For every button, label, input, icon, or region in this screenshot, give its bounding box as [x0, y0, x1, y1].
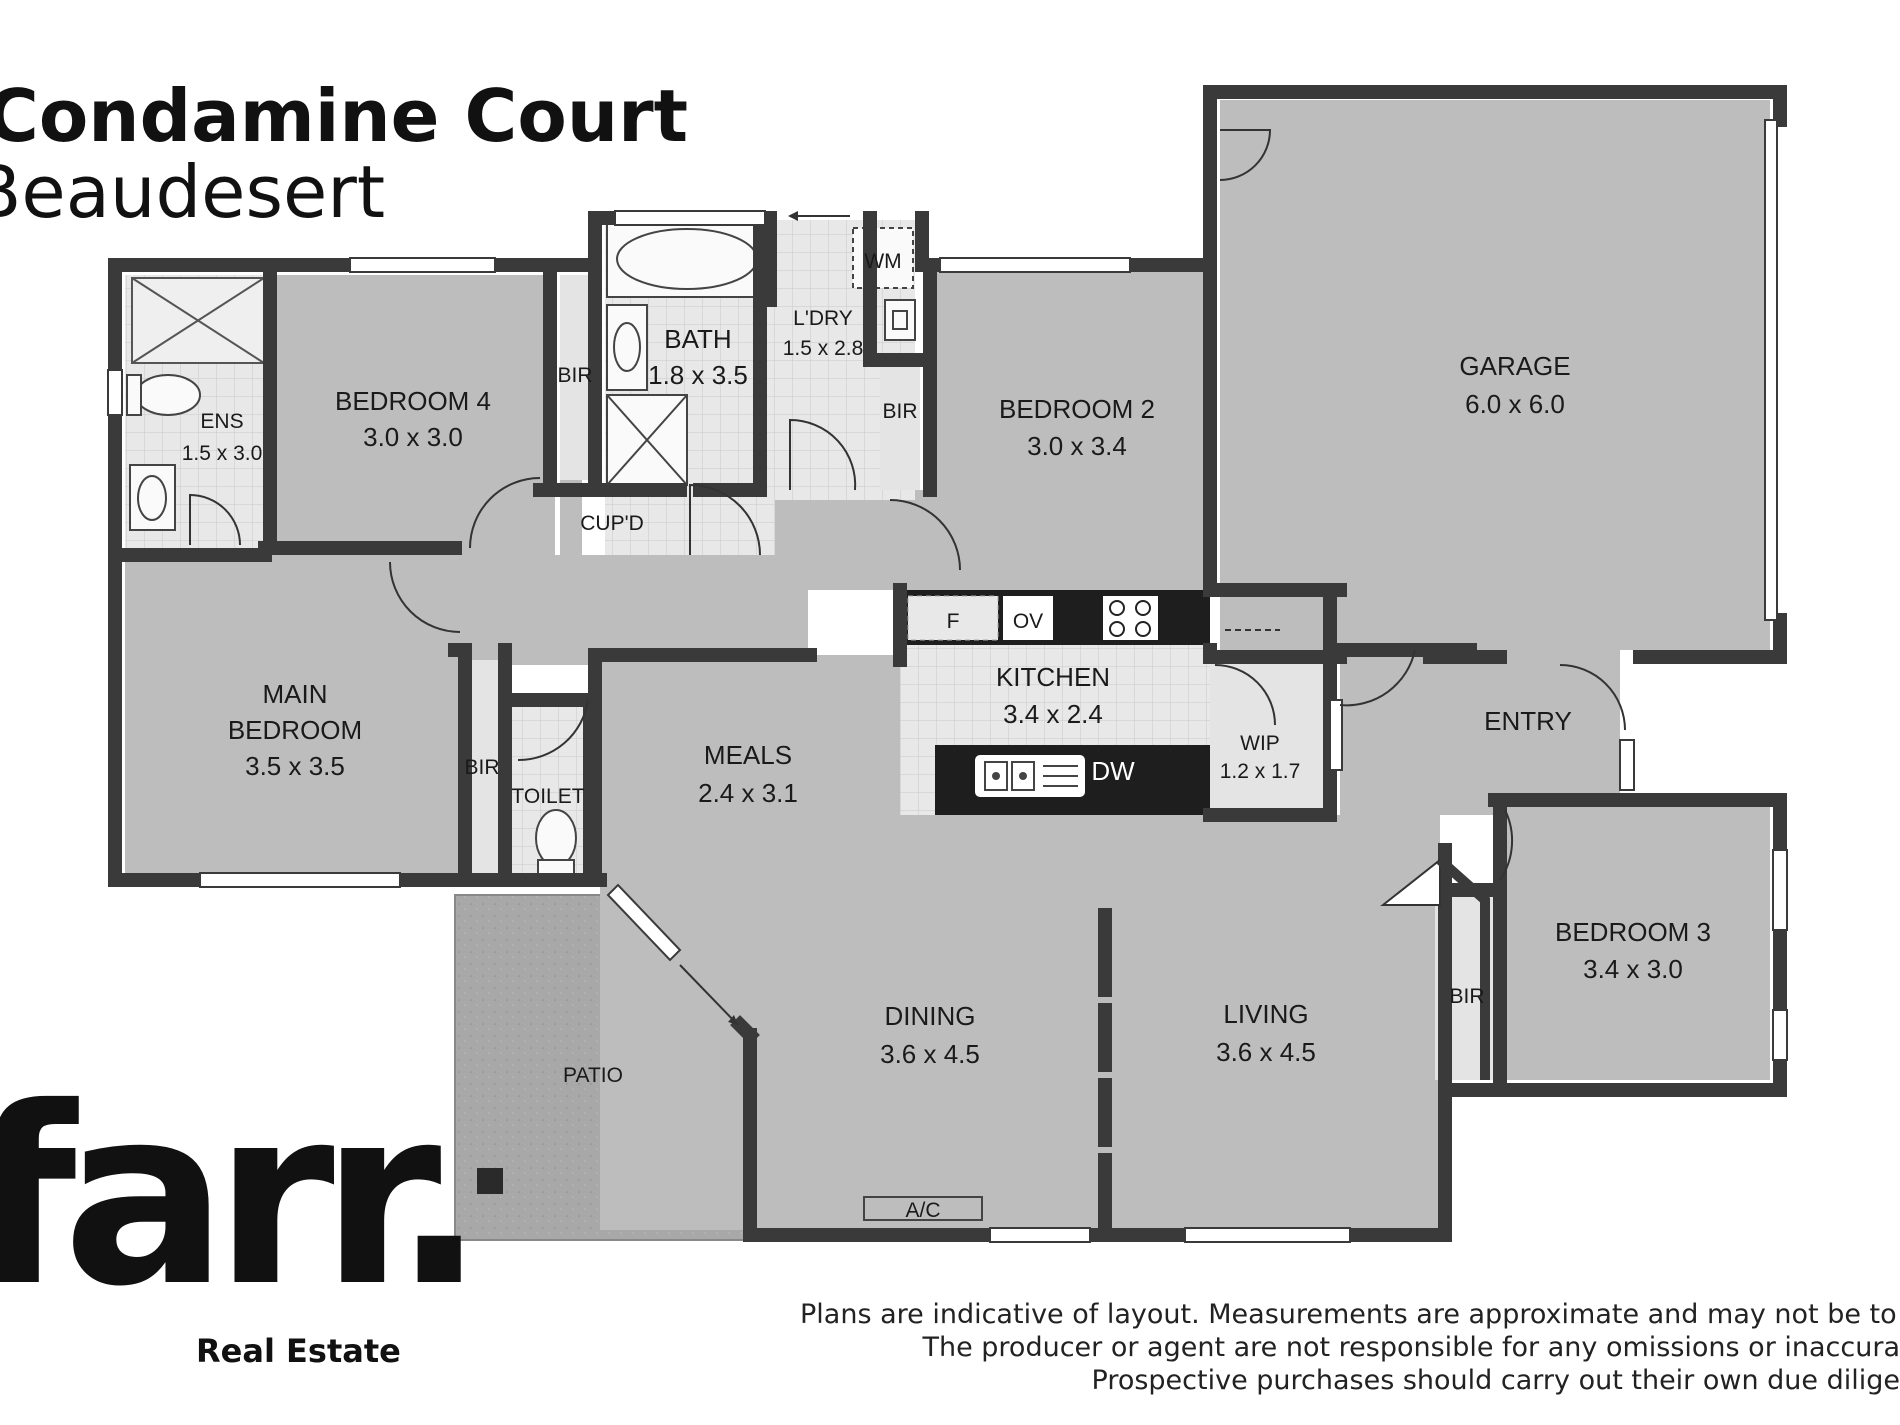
living-size: 3.6 x 4.5 [1216, 1037, 1316, 1067]
title-street: Condamine Court [0, 74, 689, 158]
main-bedroom-label-1: MAIN [263, 679, 328, 709]
ac-label: A/C [905, 1199, 940, 1222]
bath-fixtures [606, 221, 768, 486]
kitchen-label: KITCHEN [996, 662, 1110, 692]
laundry-size: 1.5 x 2.8 [783, 337, 864, 360]
meals-label: MEALS [704, 740, 792, 770]
toilet-fixture [535, 809, 577, 877]
bir-bedroom4-label: BIR [557, 364, 592, 387]
patio-label: PATIO [563, 1064, 623, 1087]
garage-label: GARAGE [1459, 351, 1570, 381]
windows [107, 119, 1788, 1243]
entry-label: ENTRY [1484, 706, 1572, 736]
bir-bedroom2-label: BIR [882, 400, 917, 423]
bath-size: 1.8 x 3.5 [648, 360, 748, 390]
walls [108, 85, 1787, 1242]
garage-size: 6.0 x 6.0 [1465, 389, 1565, 419]
wip-label: WIP [1240, 732, 1280, 755]
kitchen-benches [900, 590, 1210, 815]
bir-wedge [1380, 857, 1441, 906]
disclaimer-line: Prospective purchases should carry out t… [1091, 1365, 1900, 1396]
wm-label: WM [864, 250, 901, 273]
wip-size: 1.2 x 1.7 [1220, 760, 1301, 783]
bir-main-label: BIR [464, 756, 499, 779]
bedroom2-label: BEDROOM 2 [999, 394, 1155, 424]
bedroom2-size: 3.0 x 3.4 [1027, 431, 1127, 461]
doors [189, 129, 1626, 881]
title-suburb: Beaudesert [0, 150, 386, 234]
brand-logo: farr. [0, 1055, 486, 1340]
dining-label: DINING [885, 1001, 976, 1031]
toilet-label: TOILET [511, 785, 584, 808]
bedroom4-size: 3.0 x 3.0 [363, 422, 463, 452]
disclaimer: Plans are indicative of layout. Measurem… [800, 1298, 1900, 1397]
kitchen-size: 3.4 x 2.4 [1003, 699, 1103, 729]
dining-size: 3.6 x 4.5 [880, 1039, 980, 1069]
bedroom3-size: 3.4 x 3.0 [1583, 954, 1683, 984]
wip-area [1210, 660, 1333, 810]
bath-label: BATH [664, 324, 731, 354]
dishwasher-label: DW [1091, 756, 1135, 786]
patio-post [477, 1168, 503, 1194]
bedroom4-label: BEDROOM 4 [335, 386, 491, 416]
brand-logo-sub: Real Estate [196, 1332, 401, 1370]
main-bedroom-label-2: BEDROOM [228, 715, 362, 745]
ens-size: 1.5 x 3.0 [182, 442, 263, 465]
room-labels: ENS 1.5 x 3.0 BEDROOM 4 3.0 x 3.0 BIR BA… [182, 250, 1711, 1222]
disclaimer-line: Plans are indicative of layout. Measurem… [800, 1299, 1900, 1330]
patio-arrow [679, 964, 739, 1026]
living-label: LIVING [1223, 999, 1308, 1029]
ensuite-fixtures [126, 374, 201, 531]
ensuite-shower [131, 277, 265, 364]
main-bedroom-size: 3.5 x 3.5 [245, 751, 345, 781]
meals-size: 2.4 x 3.1 [698, 778, 798, 808]
bir-bedroom3-label: BIR [1449, 985, 1484, 1008]
bedroom3-label: BEDROOM 3 [1555, 917, 1711, 947]
oven-label: OV [1013, 610, 1043, 633]
laundry-label: L'DRY [793, 307, 853, 330]
disclaimer-line: The producer or agent are not responsibl… [922, 1332, 1900, 1363]
ens-label: ENS [200, 410, 243, 433]
fridge-label: F [947, 610, 960, 633]
cupd-label: CUP'D [580, 512, 644, 535]
bir-b3-wall [1436, 856, 1490, 1080]
ac-unit [863, 1196, 983, 1221]
